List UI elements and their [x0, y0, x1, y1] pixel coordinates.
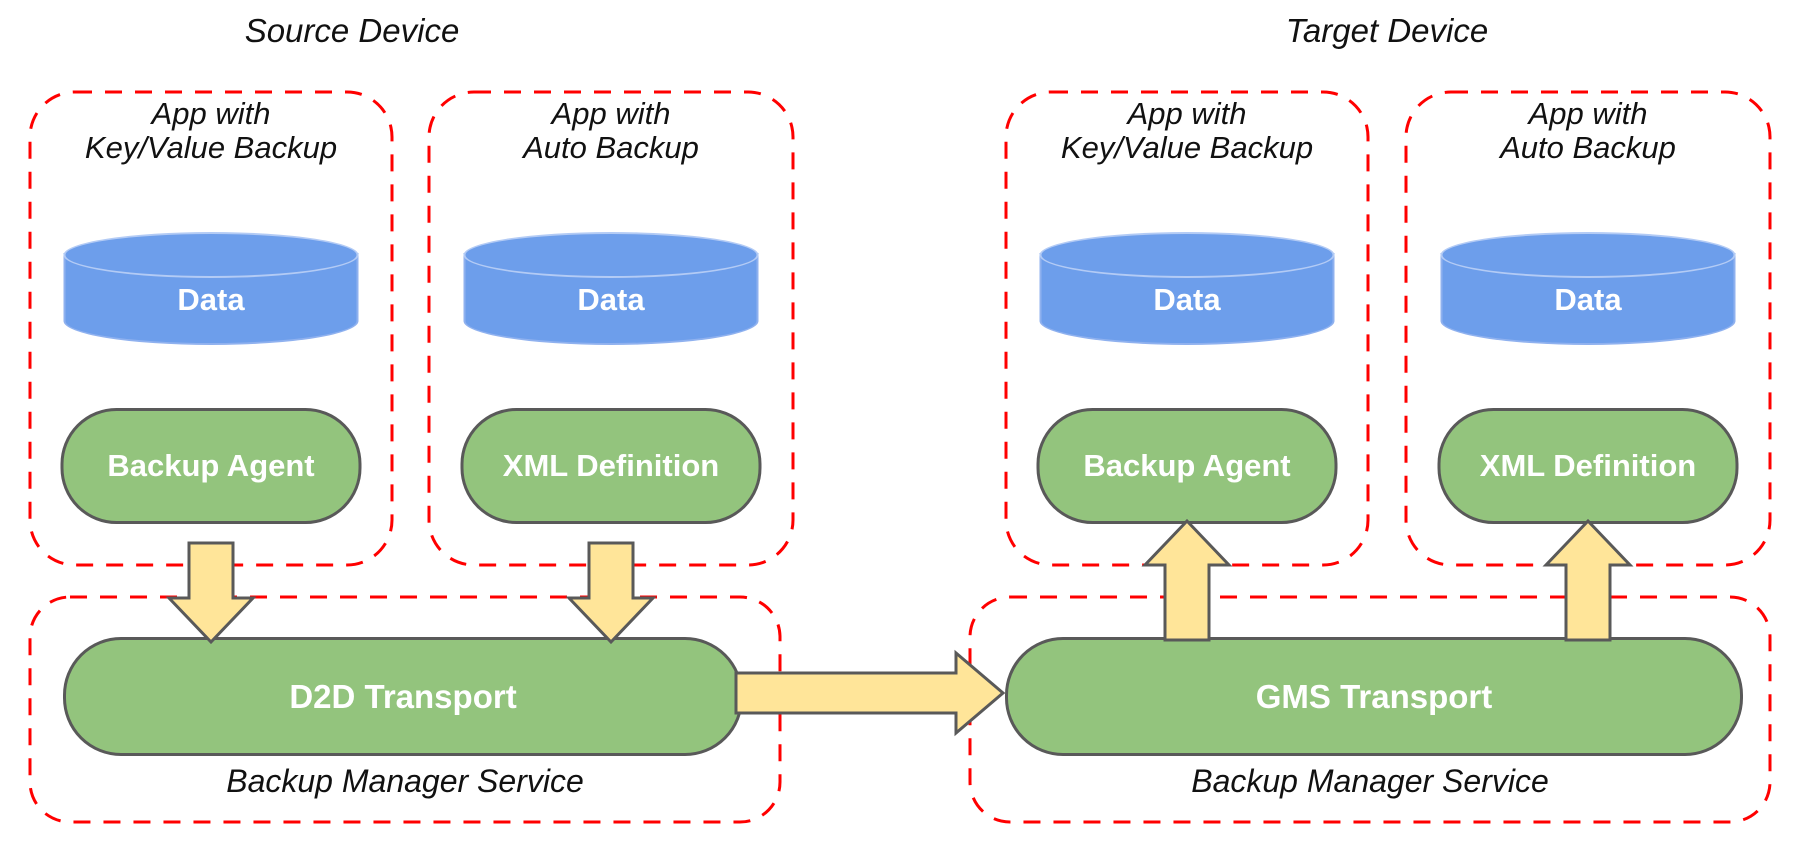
backup-agent-pill: Backup Agent	[60, 408, 362, 524]
app-card-title: App with Key/Value Backup	[84, 96, 338, 165]
app-card-title: App with Auto Backup	[523, 96, 699, 165]
cylinder-top-ellipse	[1039, 232, 1335, 278]
data-cylinder: Data	[463, 232, 759, 345]
app-card-title: App with Auto Backup	[1500, 96, 1676, 165]
data-label: Data	[577, 282, 645, 317]
service-box-source: D2D Transport Backup Manager Service	[30, 597, 780, 822]
backup-agent-pill: Backup Agent	[1036, 408, 1338, 524]
data-cylinder: Data	[1440, 232, 1736, 345]
data-label: Data	[177, 282, 245, 317]
app-card-source-keyvalue: App with Key/Value Backup Data Backup Ag…	[30, 92, 392, 565]
data-label: Data	[1554, 282, 1622, 317]
cylinder-top-ellipse	[463, 232, 759, 278]
app-card-target-keyvalue: App with Key/Value Backup Data Backup Ag…	[1006, 92, 1368, 565]
d2d-transport-pill: D2D Transport	[63, 637, 743, 756]
app-card-title: App with Key/Value Backup	[1060, 96, 1314, 165]
gms-transport-pill: GMS Transport	[1005, 637, 1743, 756]
service-label: Backup Manager Service	[226, 763, 584, 799]
target-device-title: Target Device	[1285, 12, 1489, 49]
data-label: Data	[1153, 282, 1221, 317]
source-device-title: Source Device	[244, 12, 460, 49]
service-label: Backup Manager Service	[1191, 763, 1549, 799]
service-box-target: GMS Transport Backup Manager Service	[970, 597, 1770, 822]
xml-definition-pill: XML Definition	[460, 408, 762, 524]
cylinder-top-ellipse	[1440, 232, 1736, 278]
xml-definition-pill: XML Definition	[1437, 408, 1739, 524]
data-cylinder: Data	[1039, 232, 1335, 345]
cylinder-top-ellipse	[63, 232, 359, 278]
app-card-target-auto: App with Auto Backup Data XML Definition	[1406, 92, 1770, 565]
app-card-source-auto: App with Auto Backup Data XML Definition	[429, 92, 793, 565]
data-cylinder: Data	[63, 232, 359, 345]
